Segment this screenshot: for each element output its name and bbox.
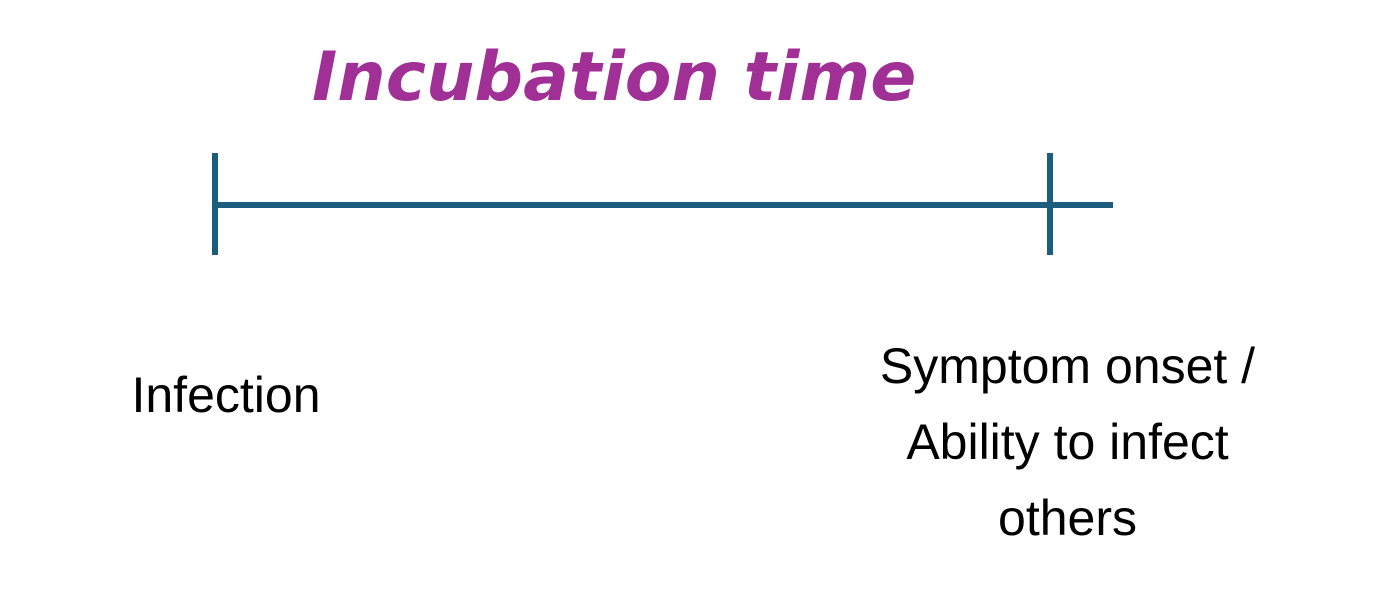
symptom-onset-label: Symptom onset / Ability to infect others	[815, 328, 1320, 556]
symptom-onset-line-2: Ability to infect	[906, 414, 1229, 470]
diagram-title: Incubation time	[312, 38, 917, 117]
infection-label: Infection	[131, 367, 321, 423]
symptom-onset-line-1: Symptom onset /	[879, 338, 1256, 394]
symptom-onset-line-3: others	[998, 490, 1137, 546]
